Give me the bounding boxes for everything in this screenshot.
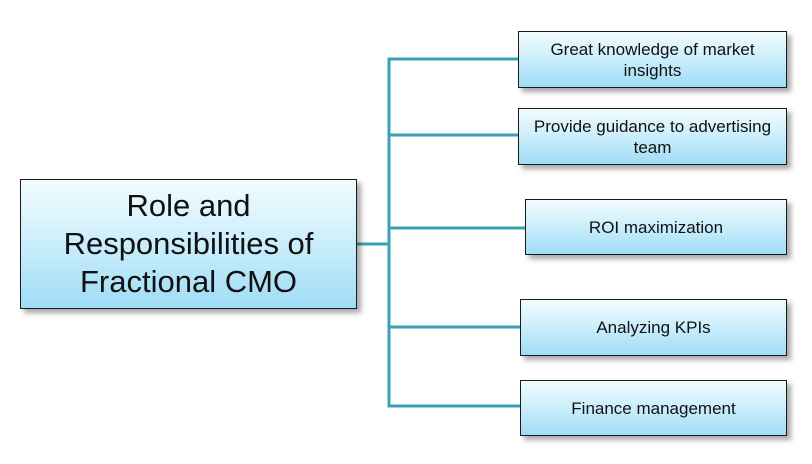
child-label: Provide guidance to advertising team bbox=[533, 116, 772, 157]
child-box-advertising-guidance: Provide guidance to advertising team bbox=[518, 108, 787, 165]
child-box-market-insights: Great knowledge of market insights bbox=[518, 31, 787, 88]
central-topic-label: Role and Responsibilities of Fractional … bbox=[63, 188, 314, 299]
child-label: Finance management bbox=[571, 398, 736, 418]
child-box-analyzing-kpis: Analyzing KPIs bbox=[520, 299, 787, 356]
central-topic-box: Role and Responsibilities of Fractional … bbox=[20, 179, 357, 309]
child-label: Analyzing KPIs bbox=[596, 318, 711, 337]
child-box-roi-maximization: ROI maximization bbox=[525, 199, 787, 255]
child-label: Great knowledge of market insights bbox=[550, 39, 755, 80]
child-label: ROI maximization bbox=[588, 217, 724, 237]
child-box-finance-management: Finance management bbox=[520, 380, 787, 436]
